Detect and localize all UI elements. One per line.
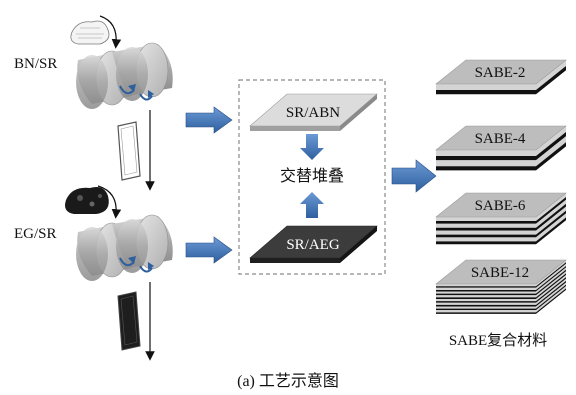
product-label: SABE-2 bbox=[475, 65, 526, 81]
composite-label: SABE复合材料 bbox=[449, 331, 547, 349]
sr-abn-sheet: SR/ABN bbox=[249, 93, 378, 131]
sr-abn-label: SR/ABN bbox=[286, 105, 340, 121]
black-layer bbox=[436, 142, 566, 171]
eg-sr-label: EG/SR bbox=[14, 226, 57, 242]
white-layer bbox=[436, 193, 566, 221]
feed-arrow-icon bbox=[99, 15, 122, 49]
black-layer bbox=[436, 197, 566, 224]
white-layer bbox=[436, 206, 566, 235]
bn-sr-label: BN/SR bbox=[14, 56, 57, 72]
white-layer bbox=[436, 199, 566, 228]
down-arrow-icon bbox=[300, 134, 324, 160]
top-face bbox=[435, 259, 567, 285]
sr-aeg-label: SR/AEG bbox=[286, 237, 340, 253]
bn-powder-icon bbox=[70, 20, 110, 45]
roller-pair-icon bbox=[76, 214, 173, 281]
sr-aeg-sheet: SR/AEG bbox=[249, 225, 378, 263]
eg-powder-icon bbox=[65, 187, 109, 214]
black-layer bbox=[436, 66, 566, 95]
right-arrow-icon bbox=[391, 159, 437, 193]
product-stack-sabe-4: SABE-4 bbox=[435, 125, 567, 171]
stacking-box: SR/ABN 交替堆叠 SR/AEG bbox=[238, 79, 386, 275]
right-arrow-icon bbox=[185, 106, 233, 134]
right-arrow-icon bbox=[185, 236, 233, 264]
product-label: SABE-6 bbox=[475, 198, 526, 214]
eg-sr-unit: EG/SR bbox=[14, 185, 173, 361]
alternate-stack-label: 交替堆叠 bbox=[280, 167, 344, 185]
black-layer bbox=[436, 217, 566, 245]
white-layer bbox=[436, 213, 566, 242]
black-layer bbox=[436, 132, 566, 161]
white-layer bbox=[436, 136, 566, 167]
top-face bbox=[435, 59, 567, 85]
up-arrow-icon bbox=[300, 192, 324, 218]
product-stack-sabe-6: SABE-6 bbox=[435, 192, 567, 245]
product-stack-sabe-12: SABE-12 bbox=[435, 259, 567, 314]
roller-pair-icon bbox=[76, 42, 173, 109]
product-stack-sabe-2: SABE-2 bbox=[435, 59, 567, 95]
black-sheet-icon bbox=[117, 291, 141, 351]
top-face bbox=[435, 125, 567, 151]
figure-caption: (a) 工艺示意图 bbox=[237, 371, 339, 390]
top-face bbox=[435, 192, 567, 218]
bn-sr-unit: BN/SR bbox=[14, 15, 173, 191]
product-label: SABE-12 bbox=[471, 265, 529, 281]
feed-arrow-icon bbox=[97, 185, 122, 219]
white-sheet-icon bbox=[117, 121, 141, 181]
black-layer bbox=[436, 203, 566, 231]
black-layer bbox=[436, 210, 566, 238]
product-label: SABE-4 bbox=[475, 131, 526, 147]
